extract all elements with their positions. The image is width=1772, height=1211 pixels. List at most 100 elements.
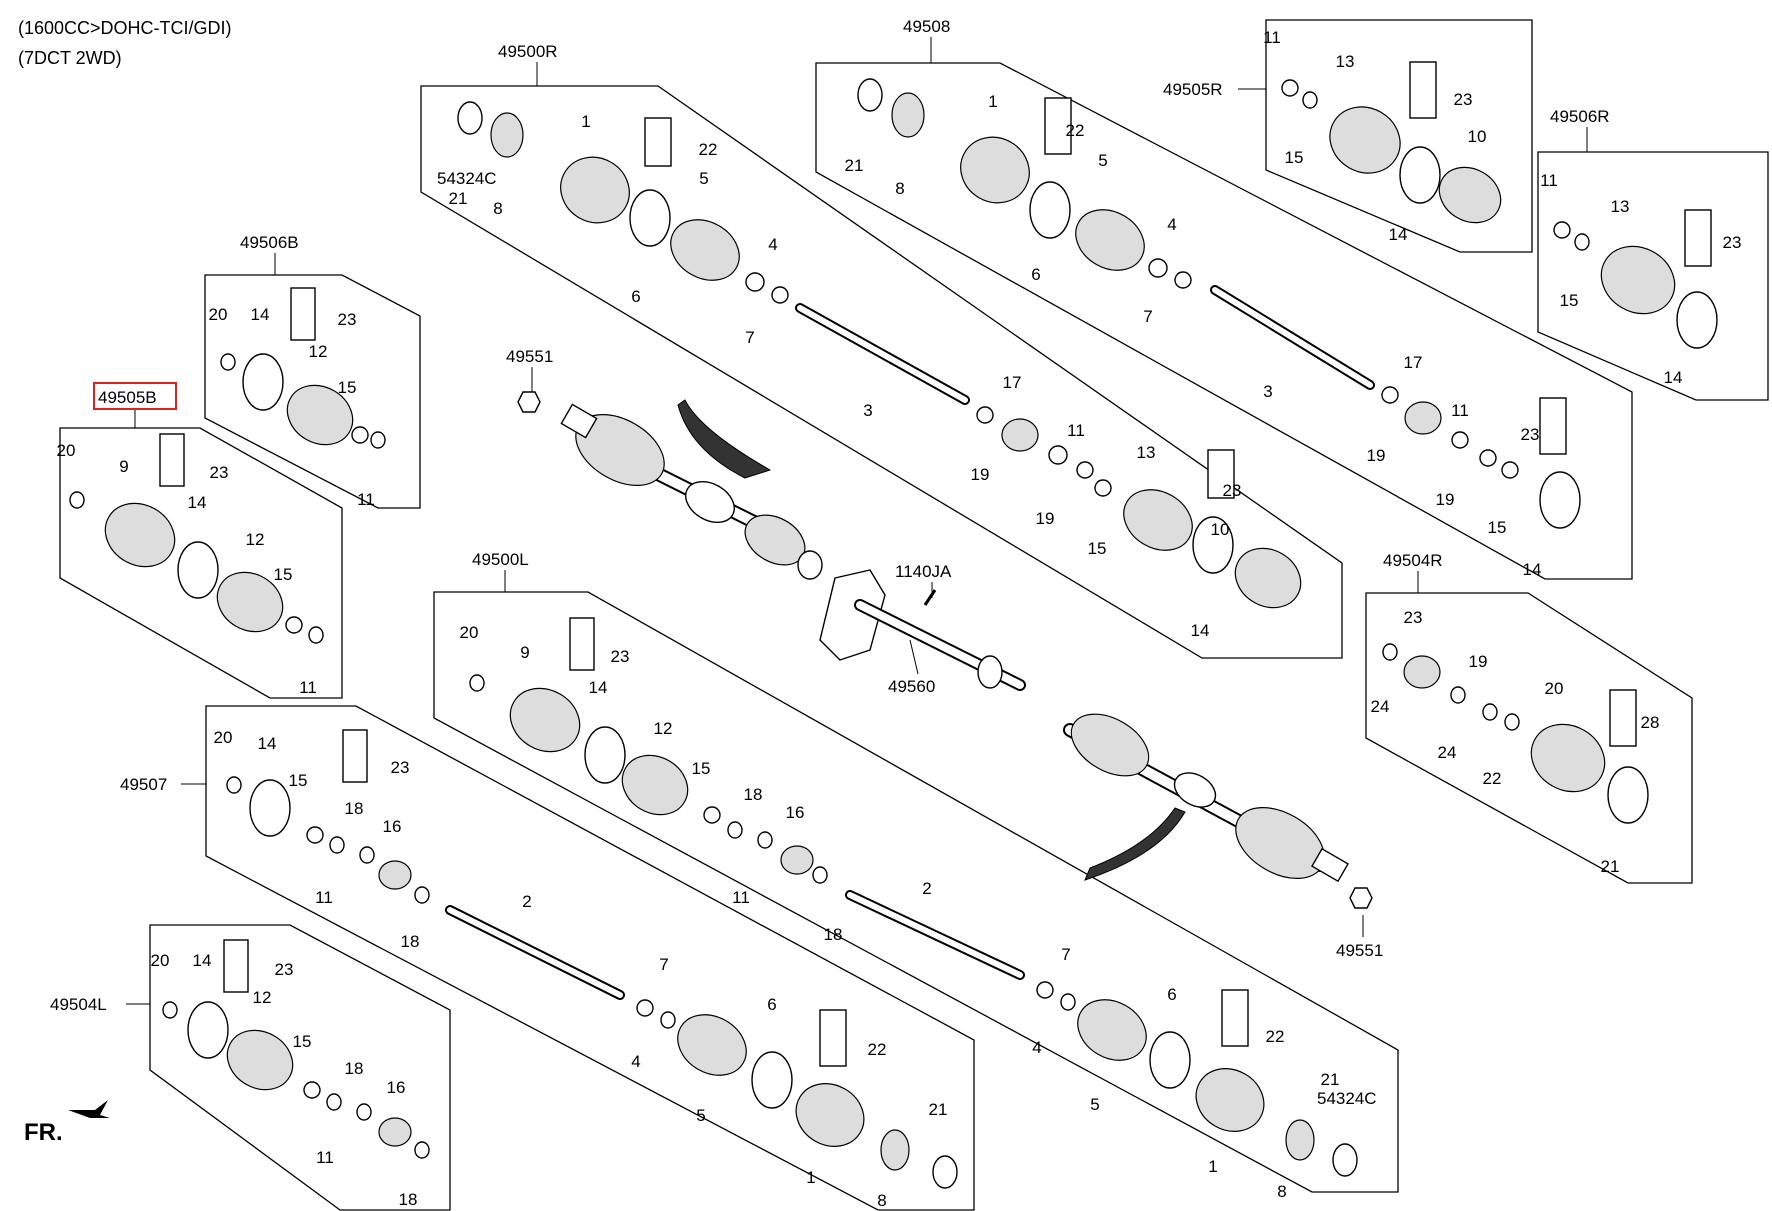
callout-18-89[interactable]: 18 — [345, 799, 364, 818]
callout-1-18[interactable]: 1 — [988, 92, 997, 111]
callout-3-26[interactable]: 3 — [1263, 382, 1272, 401]
callout-11-50[interactable]: 11 — [357, 490, 375, 509]
callout-5-73[interactable]: 5 — [1090, 1095, 1099, 1114]
callout-21-84[interactable]: 21 — [1601, 857, 1620, 876]
callout-22-83[interactable]: 22 — [1483, 769, 1502, 788]
callout-21-2[interactable]: 21 — [449, 189, 468, 208]
callout-21-101[interactable]: 21 — [929, 1100, 948, 1119]
callout-15-32[interactable]: 15 — [1488, 518, 1507, 537]
callout-28-80[interactable]: 28 — [1641, 713, 1660, 732]
callout-19-28[interactable]: 19 — [1367, 446, 1386, 465]
callout-4-6[interactable]: 4 — [768, 235, 777, 254]
callout-15-63[interactable]: 15 — [692, 759, 711, 778]
callout-12-55[interactable]: 12 — [246, 530, 265, 549]
callout-12-105[interactable]: 12 — [253, 988, 272, 1007]
label-49506b[interactable]: 49506B — [240, 233, 299, 252]
callout-13-35[interactable]: 13 — [1336, 52, 1355, 71]
callout-11-29[interactable]: 11 — [1451, 401, 1469, 420]
callout-17-27[interactable]: 17 — [1404, 353, 1423, 372]
callout-22-97[interactable]: 22 — [868, 1040, 887, 1059]
callout-1-99[interactable]: 1 — [806, 1168, 815, 1187]
callout-14-103[interactable]: 14 — [193, 951, 212, 970]
callout-23-77[interactable]: 23 — [1404, 608, 1423, 627]
callout-15-43[interactable]: 15 — [1560, 291, 1579, 310]
callout-10-16[interactable]: 10 — [1211, 520, 1230, 539]
callout-8-100[interactable]: 8 — [877, 1191, 886, 1210]
callout-11-40[interactable]: 11 — [1540, 171, 1558, 190]
callout-23-54[interactable]: 23 — [210, 463, 229, 482]
callout-1-74[interactable]: 1 — [1208, 1157, 1217, 1176]
callout-16-108[interactable]: 16 — [387, 1078, 406, 1097]
label-1140ja[interactable]: 1140JA — [895, 562, 952, 581]
label-49504r[interactable]: 49504R — [1383, 551, 1443, 570]
callout-20-58[interactable]: 20 — [460, 623, 479, 642]
callout-9-59[interactable]: 9 — [520, 643, 529, 662]
callout-15-56[interactable]: 15 — [274, 565, 293, 584]
callout-23-14[interactable]: 23 — [1223, 481, 1242, 500]
callout-16-65[interactable]: 16 — [786, 803, 805, 822]
callout-14-53[interactable]: 14 — [188, 493, 207, 512]
label-49505b[interactable]: 49505B — [98, 388, 157, 407]
callout-18-107[interactable]: 18 — [345, 1059, 364, 1078]
callout-14-17[interactable]: 14 — [1191, 621, 1210, 640]
callout-14-86[interactable]: 14 — [258, 734, 277, 753]
callout-8-75[interactable]: 8 — [1277, 1182, 1286, 1201]
callout-3-8[interactable]: 3 — [863, 401, 872, 420]
label-49504l[interactable]: 49504L — [50, 995, 107, 1014]
callout-18-64[interactable]: 18 — [744, 785, 763, 804]
callout-14-39[interactable]: 14 — [1389, 225, 1408, 244]
callout-14-44[interactable]: 14 — [1664, 368, 1683, 387]
callout-11-34[interactable]: 11 — [1263, 28, 1281, 47]
callout-1-0[interactable]: 1 — [581, 112, 590, 131]
callout-15-15[interactable]: 15 — [1088, 539, 1107, 558]
label-49560[interactable]: 49560 — [888, 677, 935, 696]
callout-24-82[interactable]: 24 — [1438, 743, 1457, 762]
callout-5-22[interactable]: 5 — [1098, 151, 1107, 170]
label-49506r[interactable]: 49506R — [1550, 107, 1610, 126]
callout-23-87[interactable]: 23 — [391, 758, 410, 777]
callout-22-21[interactable]: 22 — [1066, 121, 1085, 140]
callout-15-88[interactable]: 15 — [289, 771, 308, 790]
label-49551-bottom[interactable]: 49551 — [1336, 941, 1383, 960]
callout-11-11[interactable]: 11 — [1067, 421, 1085, 440]
callout-4-70[interactable]: 4 — [1032, 1038, 1041, 1057]
callout-8-1[interactable]: 8 — [493, 199, 502, 218]
callout-12-62[interactable]: 12 — [654, 719, 673, 738]
callout-7-94[interactable]: 7 — [659, 955, 668, 974]
callout-14-61[interactable]: 14 — [589, 678, 608, 697]
callout-4-24[interactable]: 4 — [1167, 215, 1176, 234]
callout-6-71[interactable]: 6 — [1167, 985, 1176, 1004]
callout-19-30[interactable]: 19 — [1436, 490, 1455, 509]
callout-11-91[interactable]: 11 — [315, 888, 333, 907]
callout-20-85[interactable]: 20 — [214, 728, 233, 747]
callout-15-37[interactable]: 15 — [1285, 148, 1304, 167]
callout-6-5[interactable]: 6 — [631, 287, 640, 306]
callout-23-104[interactable]: 23 — [275, 960, 294, 979]
callout-11-66[interactable]: 11 — [732, 888, 750, 907]
callout-19-10[interactable]: 19 — [971, 465, 990, 484]
callout-24-81[interactable]: 24 — [1371, 697, 1390, 716]
callout-5-4[interactable]: 5 — [699, 169, 708, 188]
callout-17-9[interactable]: 17 — [1003, 373, 1022, 392]
callout-12-47[interactable]: 12 — [309, 342, 328, 361]
callout-20-45[interactable]: 20 — [209, 305, 228, 324]
callout-14-33[interactable]: 14 — [1523, 560, 1542, 579]
callout-15-48[interactable]: 15 — [338, 378, 357, 397]
callout-7-7[interactable]: 7 — [745, 328, 754, 347]
callout-9-52[interactable]: 9 — [119, 457, 128, 476]
label-49551-top[interactable]: 49551 — [506, 347, 553, 366]
callout-11-109[interactable]: 11 — [316, 1148, 334, 1167]
callout-13-41[interactable]: 13 — [1611, 197, 1630, 216]
callout-21-76[interactable]: 21 — [1321, 1070, 1340, 1089]
label-49507[interactable]: 49507 — [120, 775, 167, 794]
callout-5-98[interactable]: 5 — [696, 1106, 705, 1125]
callout-20-51[interactable]: 20 — [57, 441, 76, 460]
callout-4-95[interactable]: 4 — [631, 1052, 640, 1071]
callout-16-90[interactable]: 16 — [383, 817, 402, 836]
callout-21-19[interactable]: 21 — [845, 156, 864, 175]
callout-14-46[interactable]: 14 — [251, 305, 270, 324]
callout-20-102[interactable]: 20 — [151, 951, 170, 970]
callout-2-93[interactable]: 2 — [522, 892, 531, 911]
callout-7-69[interactable]: 7 — [1061, 945, 1070, 964]
callout-6-23[interactable]: 6 — [1031, 265, 1040, 284]
